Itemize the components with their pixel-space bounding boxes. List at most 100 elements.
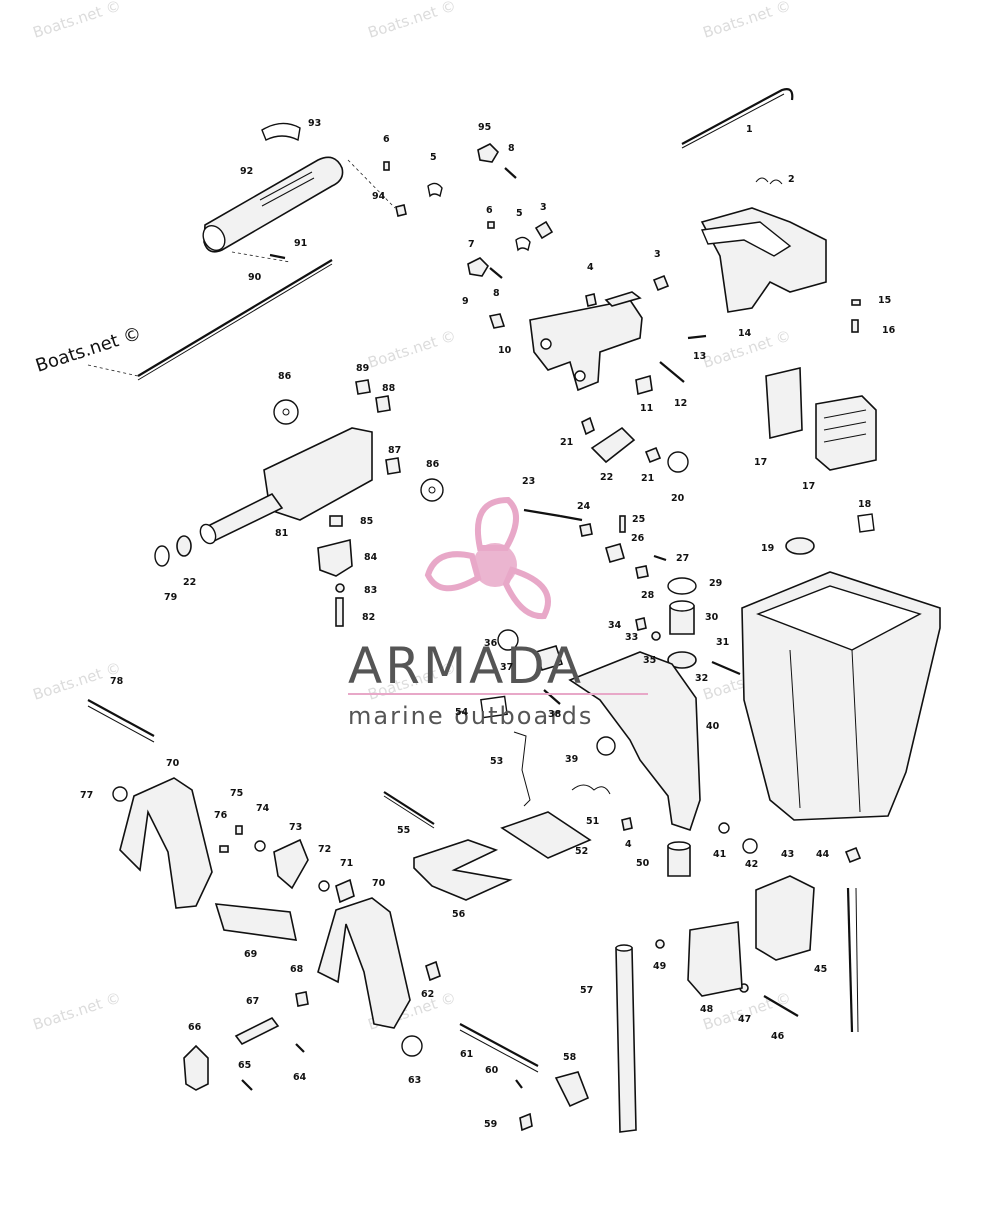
callout-label: 21 (560, 437, 573, 448)
washer-83 (335, 583, 345, 593)
callout-label: 69 (244, 949, 257, 960)
callout-label: 44 (816, 849, 830, 860)
clamp-32 (667, 651, 697, 669)
callout-label: 71 (340, 858, 353, 869)
callout-label: 57 (580, 985, 593, 996)
fitting-89 (355, 379, 371, 395)
rod-55 (383, 791, 435, 825)
rod-45 (846, 887, 854, 1033)
callout-label: 8 (493, 288, 500, 299)
stud-4 (621, 817, 633, 831)
callout-label: 70 (372, 878, 386, 889)
fitting-7 (467, 257, 490, 277)
callout-label: 15 (878, 295, 891, 306)
plug-18 (857, 513, 875, 533)
callout-label: 22 (183, 577, 196, 588)
screw-11 (635, 374, 653, 396)
callout-label: 5 (430, 152, 437, 163)
callout-label: 5 (516, 208, 523, 219)
bracket-top (604, 291, 642, 307)
callout-label: 87 (388, 445, 401, 456)
callout-label: 81 (275, 528, 288, 539)
pad-43 (755, 875, 815, 961)
block-85 (329, 515, 343, 527)
callout-label: 45 (814, 964, 827, 975)
watermark-text: Boats.net © (31, 0, 124, 42)
pad-17 (815, 395, 877, 471)
callout-label: 86 (278, 371, 292, 382)
callout-label: 77 (80, 790, 93, 801)
callout-label: 31 (716, 637, 729, 648)
callout-label: 86 (426, 459, 440, 470)
nut-49 (655, 939, 665, 949)
washer-79 (154, 545, 170, 567)
pin-8 (489, 267, 503, 279)
spring-51 (571, 784, 611, 795)
callout-label: 38 (548, 709, 562, 720)
callout-label: 64 (293, 1072, 307, 1083)
propeller-blade-icon (474, 496, 519, 551)
stud-21 (581, 416, 595, 436)
pad-69 (214, 903, 298, 941)
swivel-bracket-assembly (467, 143, 707, 396)
pin-65 (241, 1079, 253, 1091)
rod-61-edge (459, 1029, 539, 1073)
lower-shaft-assembly (459, 944, 637, 1133)
callout-label: 18 (858, 499, 872, 510)
callout-label: 83 (364, 585, 377, 596)
fitting-68 (295, 991, 309, 1007)
callout-label: 56 (452, 909, 466, 920)
callout-label: 85 (360, 516, 373, 527)
plug-20 (667, 451, 689, 473)
clip-44 (844, 846, 862, 864)
nut-28 (635, 565, 649, 579)
washer-86-hole (282, 408, 290, 416)
callout-label: 70 (166, 758, 180, 769)
callout-label: 72 (318, 844, 331, 855)
housing-assembly (655, 513, 941, 1033)
knob-63 (401, 1035, 423, 1057)
screw-32 (711, 660, 741, 676)
link-23 (523, 508, 561, 518)
callout-label: 16 (882, 325, 896, 336)
callout-label: 10 (498, 345, 512, 356)
pad-rib (823, 433, 867, 443)
brand-tagline: marine outboards (348, 702, 593, 730)
callout-label: 21 (641, 473, 654, 484)
callout-label: 36 (484, 638, 498, 649)
bushing-5 (427, 182, 443, 198)
callout-label: 9 (462, 296, 469, 307)
callout-label: 6 (486, 205, 493, 216)
callout-label: 82 (362, 612, 375, 623)
housing-31 (741, 571, 941, 821)
callout-label: 6 (383, 134, 390, 145)
pin-6 (383, 161, 390, 171)
bracket-10 (529, 299, 643, 392)
grommet-19 (785, 537, 815, 555)
callout-label: 88 (382, 383, 396, 394)
callout-label: 52 (575, 846, 588, 857)
callout-label: 53 (490, 756, 503, 767)
washer-72 (318, 880, 330, 892)
callout-label: 42 (745, 859, 758, 870)
housing-rib (851, 649, 861, 813)
washer-86 (420, 478, 444, 502)
leader-line (347, 159, 396, 209)
callout-label: 3 (654, 249, 661, 260)
washer-86-hole (428, 486, 436, 494)
callout-label: 29 (709, 578, 722, 589)
callout-label: 94 (372, 191, 386, 202)
washer-86 (273, 399, 299, 425)
watermark-text: Boats.net © (31, 988, 124, 1033)
callout-label: 3 (540, 202, 547, 213)
pin-91 (269, 253, 286, 260)
callout-label: 51 (586, 816, 599, 827)
callout-label: 49 (653, 961, 666, 972)
callout-label: 67 (246, 996, 259, 1007)
watermark-text: Boats.net © (701, 988, 794, 1033)
spring-2 (755, 177, 783, 185)
cap-42 (742, 838, 758, 854)
callout-label: 54 (455, 707, 469, 718)
callout-label: 78 (110, 676, 124, 687)
